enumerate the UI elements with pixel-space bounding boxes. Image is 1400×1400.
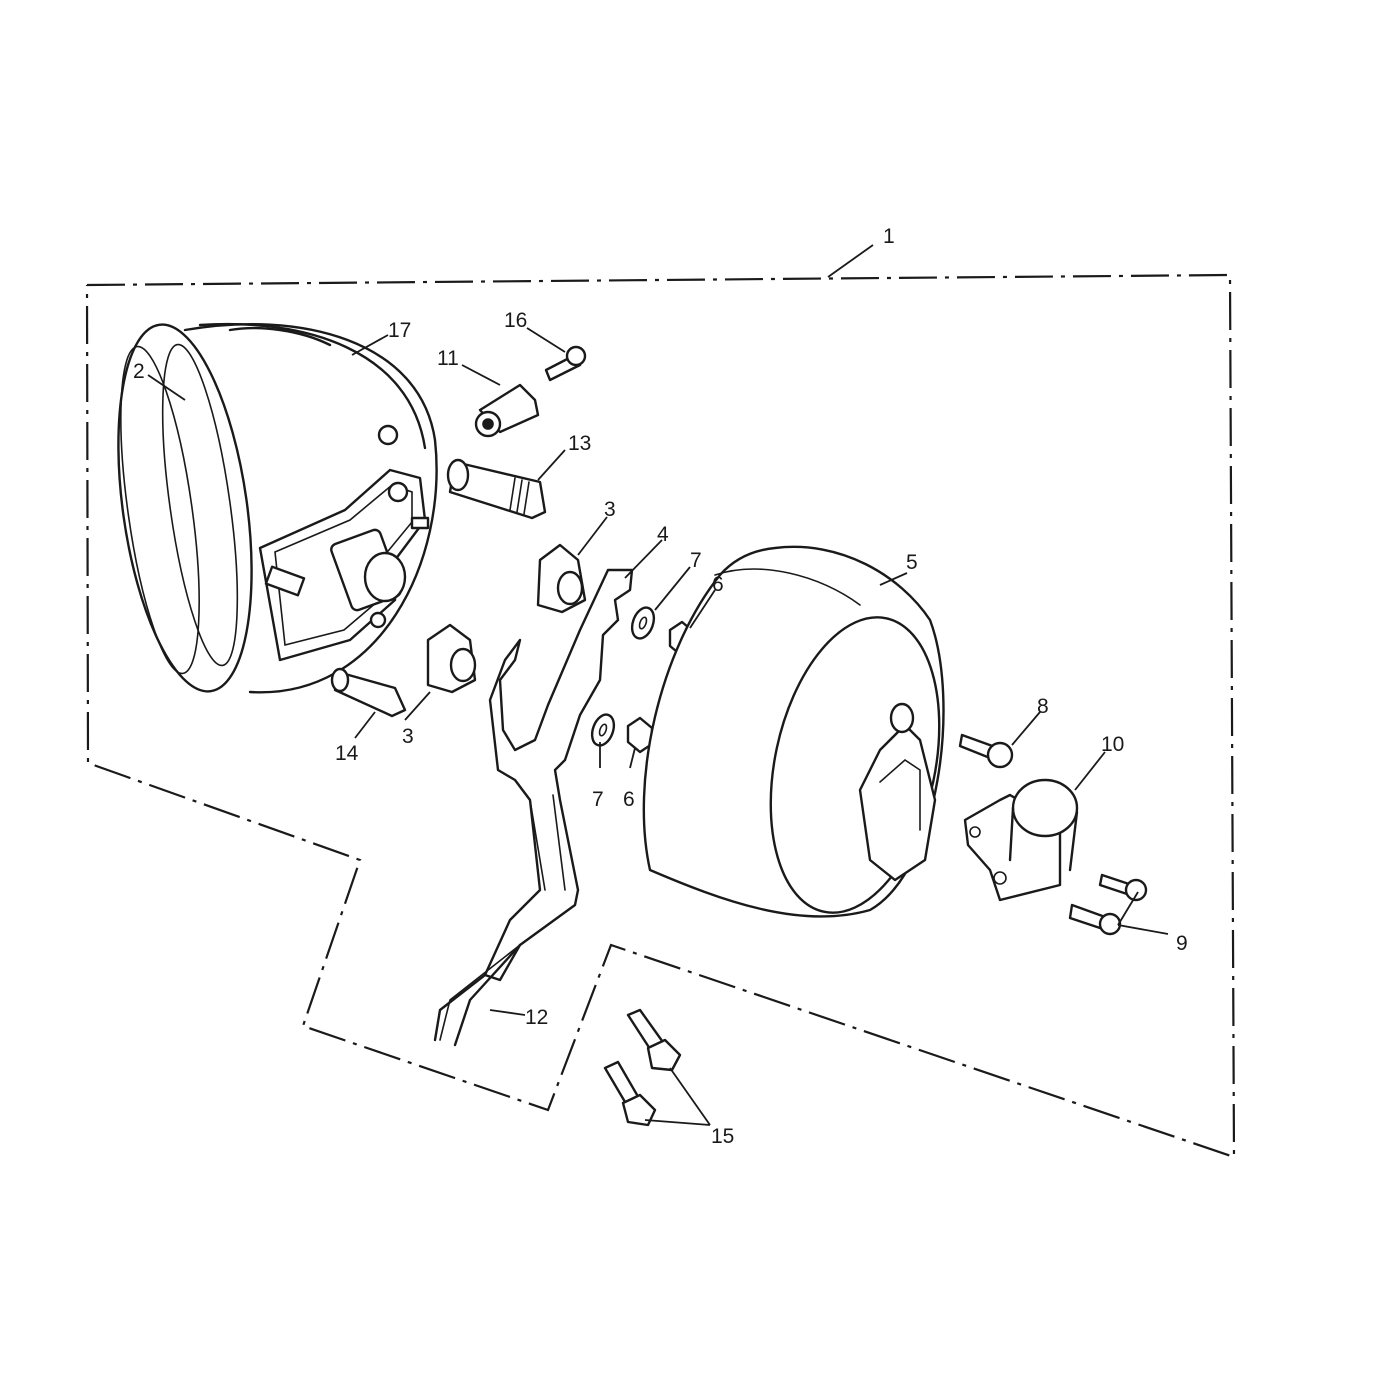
callout-16: 16 <box>504 309 527 332</box>
housing-5 <box>642 545 945 918</box>
leader-lines <box>147 244 1169 1126</box>
callout-8: 8 <box>1037 695 1049 718</box>
callout-11: 11 <box>437 347 459 370</box>
bolts-15 <box>603 1008 682 1127</box>
screw-8 <box>958 733 1014 769</box>
callout-12: 12 <box>525 1006 548 1029</box>
callout-17: 17 <box>388 319 411 342</box>
washer-7-upper <box>630 606 656 640</box>
bulb-holder-14 <box>330 667 407 718</box>
callout-13: 13 <box>568 432 591 455</box>
callout-15: 15 <box>711 1125 734 1148</box>
callout-1: 1 <box>883 225 895 248</box>
instrument-body <box>117 322 438 694</box>
callout-2: 2 <box>133 360 145 383</box>
washer-7-lower <box>590 713 616 747</box>
grommet-3-upper <box>536 543 587 614</box>
callout-10: 10 <box>1101 733 1124 756</box>
callout-7-upper: 7 <box>690 549 702 572</box>
grommet-3-lower <box>426 623 477 694</box>
bulb-holder-11 <box>474 383 540 438</box>
callout-6-lower: 6 <box>623 788 635 811</box>
callout-4: 4 <box>657 523 669 546</box>
callout-9: 9 <box>1176 932 1188 955</box>
screw-16 <box>544 345 587 382</box>
callout-3-lower: 3 <box>402 725 414 748</box>
callout-6-upper: 6 <box>712 573 724 596</box>
screws-9 <box>1068 873 1148 936</box>
assembly-boundary <box>85 273 1236 1159</box>
mounting-bracket <box>433 568 634 1047</box>
bulb-holder-13 <box>446 458 547 520</box>
callout-3-upper: 3 <box>604 498 616 521</box>
connector-10 <box>963 778 1079 902</box>
callout-5: 5 <box>906 551 918 574</box>
callout-7-lower: 7 <box>592 788 604 811</box>
callout-14: 14 <box>335 742 359 765</box>
